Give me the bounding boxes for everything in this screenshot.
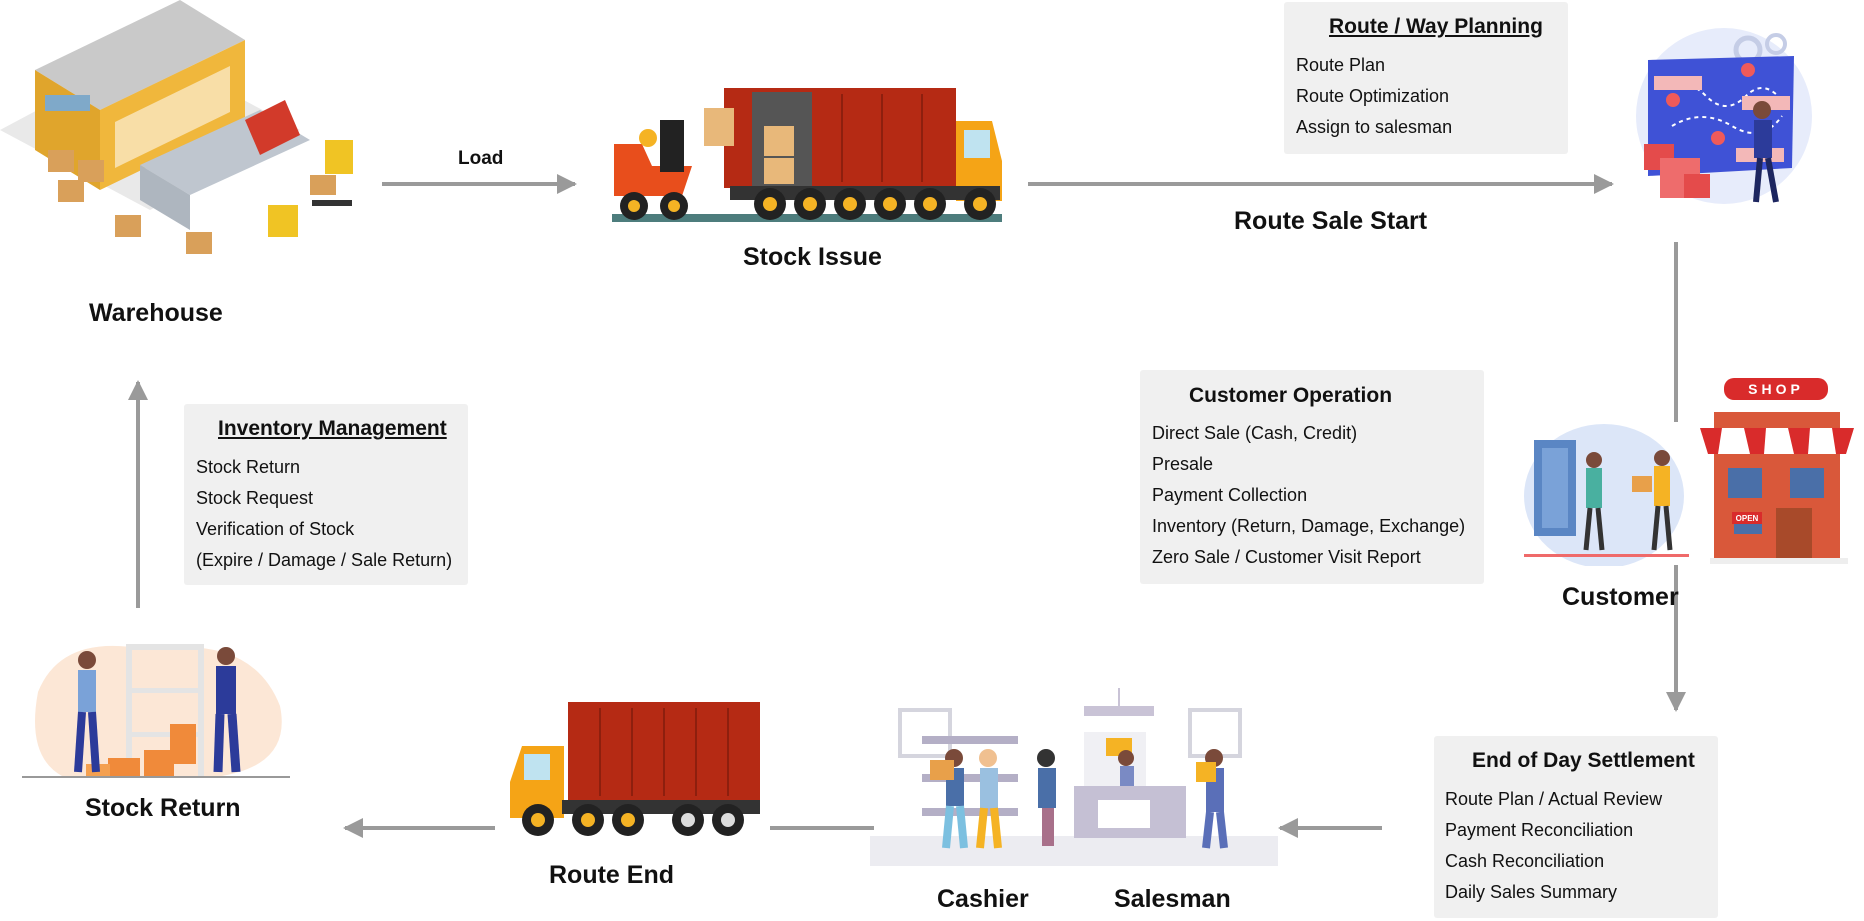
cashier-salesman-illustration: [870, 688, 1278, 866]
inventory-management-item: Stock Request: [196, 488, 314, 508]
shop-sign-text: SHOP: [1748, 381, 1804, 397]
inventory-management-item: Verification of Stock: [196, 519, 355, 539]
shop-open-sign-text: OPEN: [1736, 514, 1759, 523]
route-end-label: Route End: [549, 861, 674, 889]
inventory-management-title: Inventory Management: [218, 417, 447, 440]
customer-operation-item: Zero Sale / Customer Visit Report: [1152, 547, 1421, 567]
route-map-illustration: [1636, 28, 1812, 204]
inventory-management-item: (Expire / Damage / Sale Return): [196, 550, 453, 570]
stock-return-label: Stock Return: [85, 794, 241, 822]
route-sale-start-label: Route Sale Start: [1234, 207, 1428, 235]
end-of-day-item: Route Plan / Actual Review: [1445, 789, 1663, 809]
customer-operation-item: Direct Sale (Cash, Credit): [1152, 423, 1358, 443]
end-of-day-item: Daily Sales Summary: [1445, 882, 1618, 902]
stock-issue-truck-illustration: [612, 88, 1002, 222]
route-planning-box: Route / Way Planning Route Plan Route Op…: [1284, 2, 1568, 154]
customer-operation-item: Payment Collection: [1152, 485, 1308, 505]
customer-operation-item: Presale: [1152, 454, 1214, 474]
customer-operation-title: Customer Operation: [1189, 384, 1393, 407]
stock-return-illustration: [22, 644, 290, 778]
end-of-day-title: End of Day Settlement: [1472, 749, 1695, 772]
customer-operation-item: Inventory (Return, Damage, Exchange): [1152, 516, 1466, 536]
end-of-day-box: End of Day Settlement Route Plan / Actua…: [1434, 736, 1718, 918]
load-label: Load: [458, 148, 504, 169]
end-of-day-item: Cash Reconciliation: [1445, 851, 1605, 871]
customer-operation-box: Customer Operation Direct Sale (Cash, Cr…: [1140, 370, 1484, 584]
salesman-label: Salesman: [1114, 885, 1231, 913]
inventory-management-box: Inventory Management Stock Return Stock …: [184, 404, 468, 585]
warehouse-label: Warehouse: [89, 299, 223, 327]
customer-label: Customer: [1562, 583, 1679, 611]
route-end-truck-illustration: [510, 702, 760, 836]
end-of-day-item: Payment Reconciliation: [1445, 820, 1634, 840]
warehouse-illustration: [0, 0, 353, 254]
cashier-label: Cashier: [937, 885, 1029, 913]
route-planning-item: Route Plan: [1296, 55, 1386, 75]
inventory-management-item: Stock Return: [196, 457, 301, 477]
stock-issue-label: Stock Issue: [743, 243, 882, 271]
route-planning-item: Assign to salesman: [1296, 117, 1453, 137]
route-planning-title: Route / Way Planning: [1329, 15, 1543, 38]
customer-shop-illustration: SHOP OPEN: [1524, 378, 1854, 566]
route-planning-item: Route Optimization: [1296, 86, 1450, 106]
